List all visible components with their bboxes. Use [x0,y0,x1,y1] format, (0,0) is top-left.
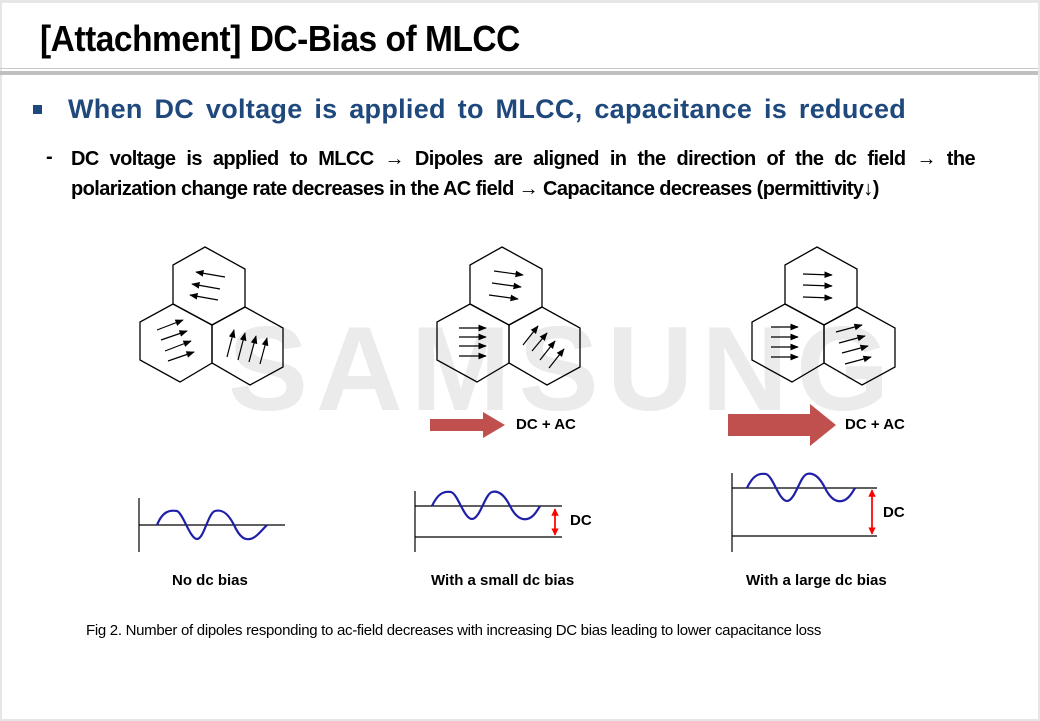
dash-bullet: - [46,146,53,168]
small-bias-field-label: DC + AC [516,416,576,433]
square-bullet-icon [33,105,42,114]
waveform-small-bias [414,490,562,552]
waveform-no-bias [138,498,285,552]
waveform-large-bias [731,472,877,552]
large-field-arrow-icon [728,404,836,446]
hex-cluster-large-bias [751,246,896,386]
small-field-arrow-icon [430,412,505,438]
explanation-text: DC voltage is applied to MLCC → Dipoles … [71,148,976,200]
hex-cluster-no-bias [139,246,284,386]
caption-no-bias: No dc bias [172,572,248,589]
hex-cluster-small-bias [436,246,581,386]
title-divider-thick [0,71,1038,75]
small-dc-label: DC [570,512,592,529]
figure-caption: Fig 2. Number of dipoles responding to a… [86,622,822,639]
headline: When DC voltage is applied to MLCC, capa… [68,94,907,124]
caption-small-bias: With a small dc bias [431,572,575,589]
dipole-arrows-icon [459,270,565,369]
large-dc-label: DC [883,504,905,521]
caption-large-bias: With a large dc bias [746,572,887,589]
slide-title: [Attachment] DC-Bias of MLCC [40,18,520,59]
title-divider-thin [0,68,1038,69]
dipole-arrows-icon [771,271,872,365]
samsung-watermark: SAMSUNG [228,302,898,436]
large-bias-field-label: DC + AC [845,416,905,433]
dipole-arrows-icon [156,269,269,365]
